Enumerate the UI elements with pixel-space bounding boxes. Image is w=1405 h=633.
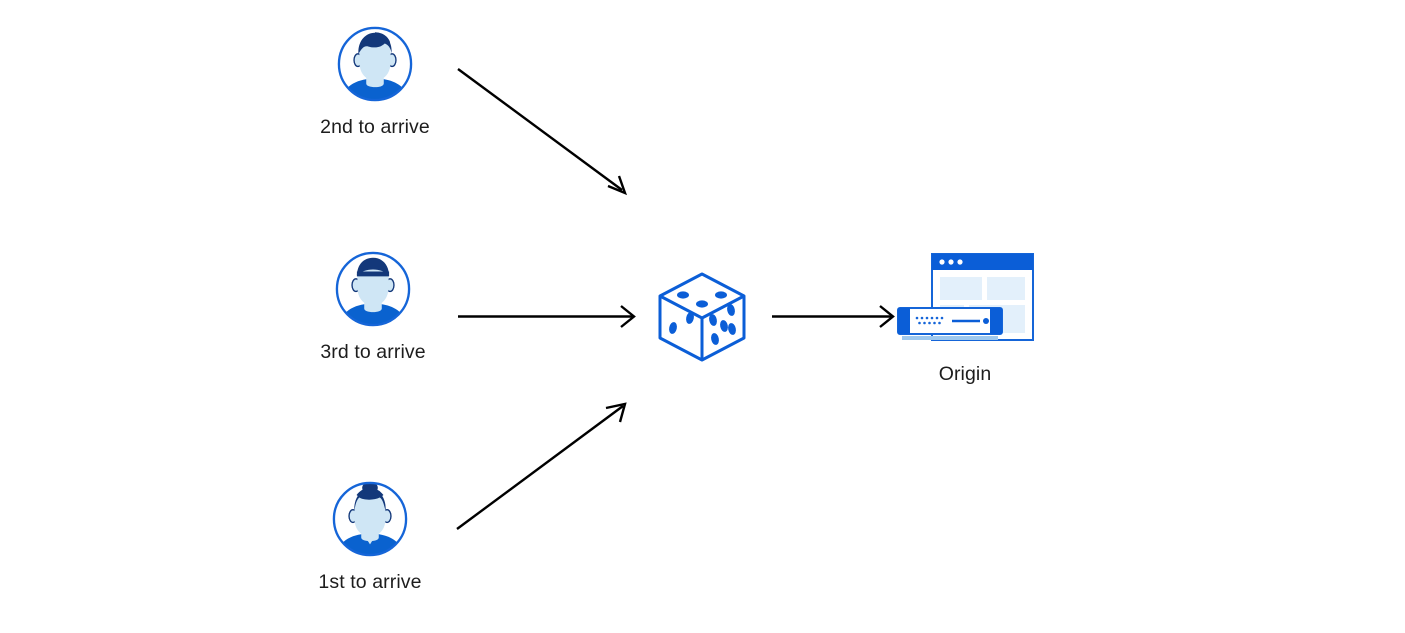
node-user-2nd[interactable]: 2nd to arrive xyxy=(295,25,455,139)
node-label-user-3rd: 3rd to arrive xyxy=(320,341,426,363)
server-device-icon xyxy=(897,307,1003,340)
node-user-3rd[interactable]: 3rd to arrive xyxy=(293,250,453,364)
user-avatar-icon xyxy=(332,481,408,557)
user-avatar-icon xyxy=(335,251,411,327)
dice-left-pips xyxy=(669,312,694,334)
node-user-1st[interactable]: 1st to arrive xyxy=(290,480,450,594)
node-randomizer[interactable] xyxy=(652,266,752,366)
arrow-3rd-to-dice xyxy=(458,305,636,328)
node-origin[interactable]: Origin xyxy=(865,250,1065,386)
avatar xyxy=(295,25,455,103)
arrow-1st-to-dice xyxy=(456,402,627,530)
arrow-2nd-to-dice xyxy=(457,68,628,196)
origin-graphic xyxy=(865,250,1065,350)
dice-top-pips xyxy=(677,291,727,308)
dice-right-pips xyxy=(709,304,736,345)
node-label-user-1st: 1st to arrive xyxy=(318,571,422,593)
avatar xyxy=(290,480,450,558)
dice-icon xyxy=(658,272,746,362)
user-avatar-icon xyxy=(337,26,413,102)
node-label-user-2nd: 2nd to arrive xyxy=(320,116,430,138)
origin-server-icon xyxy=(897,253,1034,341)
node-label-origin: Origin xyxy=(938,363,992,385)
server-vent-dots xyxy=(915,316,944,325)
window-dots xyxy=(939,259,963,265)
avatar xyxy=(293,250,453,328)
